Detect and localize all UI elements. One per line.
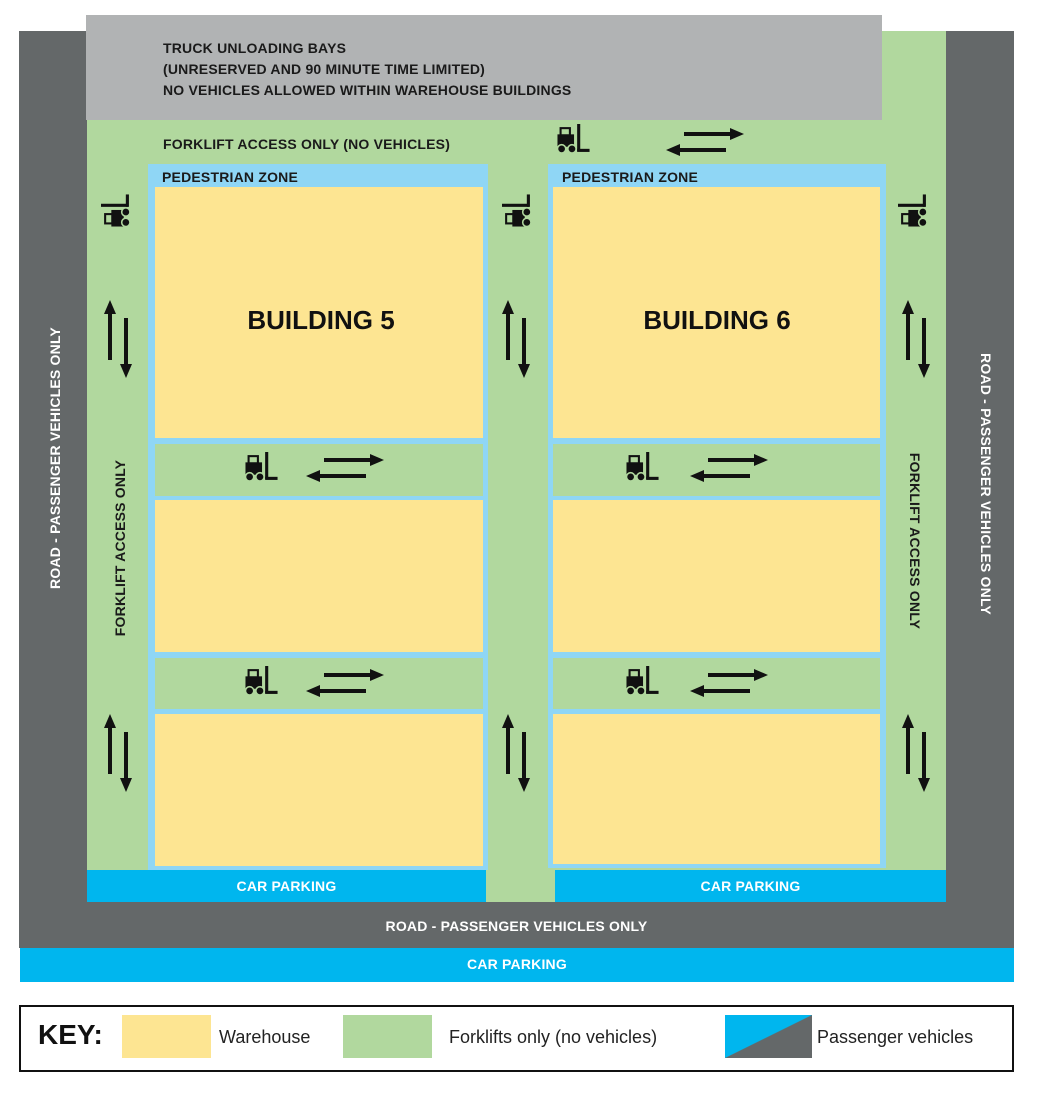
two-way-arrow-icon <box>688 669 770 702</box>
two-way-arrow-icon <box>902 298 930 385</box>
truck-bays-line2: (UNRESERVED AND 90 MINUTE TIME LIMITED) <box>163 61 486 77</box>
building-5: PEDESTRIAN ZONE BUILDING 5 <box>148 164 488 870</box>
two-way-arrow-icon <box>688 454 770 487</box>
legend-swatch-warehouse <box>122 1015 211 1058</box>
warehouse-section <box>553 714 880 864</box>
forklift-center-lane <box>486 860 555 902</box>
forklift-icon <box>624 666 660 701</box>
forklift-icon <box>555 124 591 159</box>
legend-label-passenger: Passenger vehicles <box>817 1027 974 1047</box>
two-way-arrow-icon <box>502 298 530 385</box>
legend: KEY: Warehouse Forklifts only (no vehicl… <box>19 1005 1014 1072</box>
car-parking-bottom-label: CAR PARKING <box>467 956 567 972</box>
warehouse-section <box>553 500 880 652</box>
forklift-icon <box>898 193 928 234</box>
car-parking-bottom <box>20 948 1014 982</box>
forklift-access-left-label: FORKLIFT ACCESS ONLY <box>112 459 128 637</box>
warehouse-section <box>155 714 483 866</box>
forklift-icon <box>502 193 532 234</box>
car-parking-right <box>555 870 946 902</box>
building-5-title: BUILDING 5 <box>247 305 395 335</box>
warehouse-section <box>155 187 483 438</box>
forklift-corridor <box>155 658 483 709</box>
building-6-title: BUILDING 6 <box>643 305 791 335</box>
pedestrian-zone-label: PEDESTRIAN ZONE <box>562 169 699 185</box>
two-way-arrow-icon <box>104 298 132 385</box>
two-way-arrow-icon <box>304 454 386 487</box>
two-way-arrow-icon <box>902 712 930 799</box>
forklift-icon <box>243 666 279 701</box>
two-way-arrow-icon <box>104 712 132 799</box>
legend-title: KEY: <box>38 1019 103 1050</box>
forklift-corridor <box>155 444 483 496</box>
forklift-access-right-label: FORKLIFT ACCESS ONLY <box>907 452 923 630</box>
warehouse-section <box>155 500 483 652</box>
forklift-access-top-label: FORKLIFT ACCESS ONLY (NO VEHICLES) <box>163 136 451 152</box>
legend-swatch-passenger <box>725 1015 812 1058</box>
two-way-arrow-icon <box>502 712 530 799</box>
legend-label-warehouse: Warehouse <box>219 1027 311 1047</box>
legend-swatch-forklifts <box>343 1015 432 1058</box>
truck-bays-line1: TRUCK UNLOADING BAYS <box>163 40 347 56</box>
road-right-label: ROAD - PASSENGER VEHICLES ONLY <box>978 353 994 615</box>
forklift-corridor <box>553 444 880 496</box>
car-parking-right-label: CAR PARKING <box>700 878 801 894</box>
road-bottom-label: ROAD - PASSENGER VEHICLES ONLY <box>385 918 648 934</box>
road-left-label: ROAD - PASSENGER VEHICLES ONLY <box>47 327 63 589</box>
forklift-icon <box>243 452 279 487</box>
two-way-arrow-icon <box>664 128 746 161</box>
building-6: PEDESTRIAN ZONE BUILDING 6 <box>548 164 886 868</box>
pedestrian-zone-label: PEDESTRIAN ZONE <box>162 169 299 185</box>
forklift-corridor <box>553 658 880 709</box>
car-parking-left <box>87 870 486 902</box>
truck-bays-line3: NO VEHICLES ALLOWED WITHIN WAREHOUSE BUI… <box>163 82 572 98</box>
forklift-icon <box>101 193 131 234</box>
forklift-icon <box>624 452 660 487</box>
two-way-arrow-icon <box>304 669 386 702</box>
warehouse-section <box>553 187 880 438</box>
truck-unloading-bays <box>86 15 882 120</box>
car-parking-left-label: CAR PARKING <box>236 878 337 894</box>
legend-label-forklifts: Forklifts only (no vehicles) <box>449 1027 658 1047</box>
